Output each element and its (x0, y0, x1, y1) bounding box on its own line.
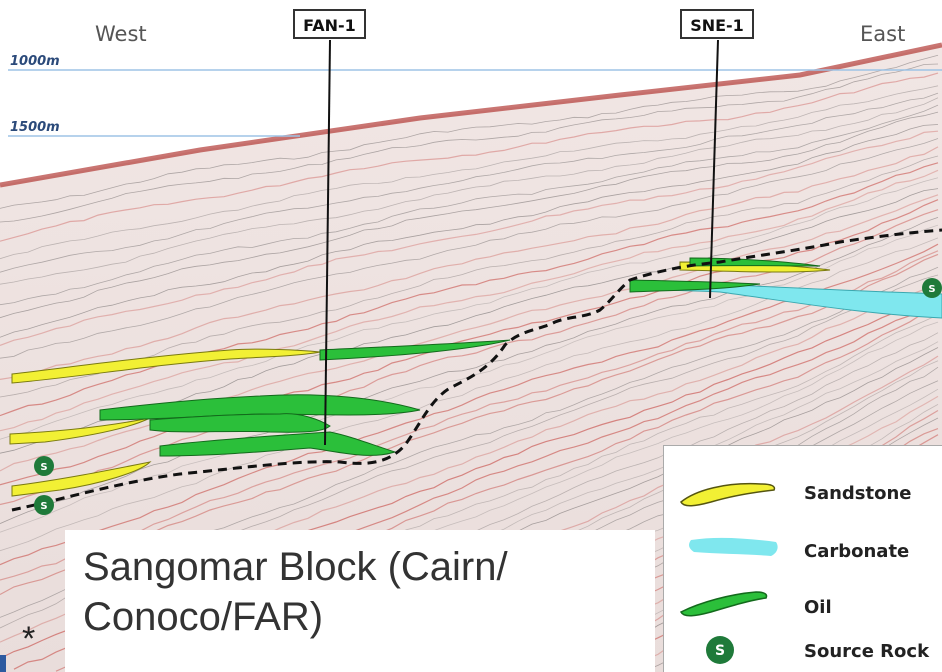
depth-label-1000: 1000m (10, 54, 60, 69)
svg-text:S: S (928, 284, 935, 295)
oil-body (159, 431, 397, 457)
reflector (0, 199, 939, 486)
reflector (0, 97, 939, 285)
reflector (0, 63, 939, 223)
reflector (0, 54, 939, 209)
oil-body (149, 413, 331, 433)
caption-line-2: Conoco/FAR) (83, 595, 324, 639)
depth-label-1500: 1500m (10, 120, 60, 135)
legend-label-oil: Oil (804, 597, 832, 618)
well-label-fan-1: FAN-1 (293, 9, 366, 39)
reflector (0, 111, 939, 319)
asterisk-mark: * (22, 620, 36, 658)
well-line-sne-1 (709, 39, 719, 299)
legend-label-sandstone: Sandstone (804, 483, 912, 504)
carbonate-lens-icon (689, 537, 778, 556)
well-label-sne-1: SNE-1 (680, 9, 754, 39)
oil-body (319, 339, 511, 361)
direction-east-label: East (860, 22, 906, 46)
reflector (0, 177, 939, 440)
unconformity-line (11, 228, 942, 512)
reflector (0, 85, 939, 260)
reflector (0, 155, 939, 398)
legend-label-source-rock: Source Rock (804, 641, 930, 662)
reflector (0, 138, 939, 359)
legend: Sandstone Carbonate Oil S Source Rock (663, 445, 942, 672)
oil-body (629, 279, 761, 293)
reflector (0, 72, 939, 242)
well-line-fan-1 (324, 39, 331, 446)
source-rock-icon: S (706, 636, 734, 664)
source-rock-marker: S (34, 495, 54, 515)
reflector (0, 124, 939, 338)
source-rock-marker: S (34, 456, 54, 476)
reflector (0, 169, 939, 432)
svg-text:S: S (40, 501, 47, 512)
svg-text:S: S (715, 643, 725, 659)
oil-lens-icon (679, 591, 768, 617)
direction-west-label: West (95, 22, 147, 46)
legend-label-carbonate: Carbonate (804, 541, 910, 562)
reflector (0, 217, 939, 524)
reflector (0, 104, 939, 306)
sandstone-lens-icon (680, 482, 776, 507)
svg-text:S: S (40, 462, 47, 473)
reflector (0, 130, 939, 346)
reflector (0, 250, 939, 581)
sandstone-body (11, 461, 152, 497)
source-rock-marker: S (922, 278, 942, 298)
reflector (0, 146, 939, 380)
reflector (0, 243, 939, 566)
caption-line-1: Sangomar Block (Cairn/ (83, 545, 508, 589)
corner-accent (0, 655, 6, 672)
caption-box: Sangomar Block (Cairn/ Conoco/FAR) (65, 530, 655, 672)
reflector (0, 92, 939, 273)
